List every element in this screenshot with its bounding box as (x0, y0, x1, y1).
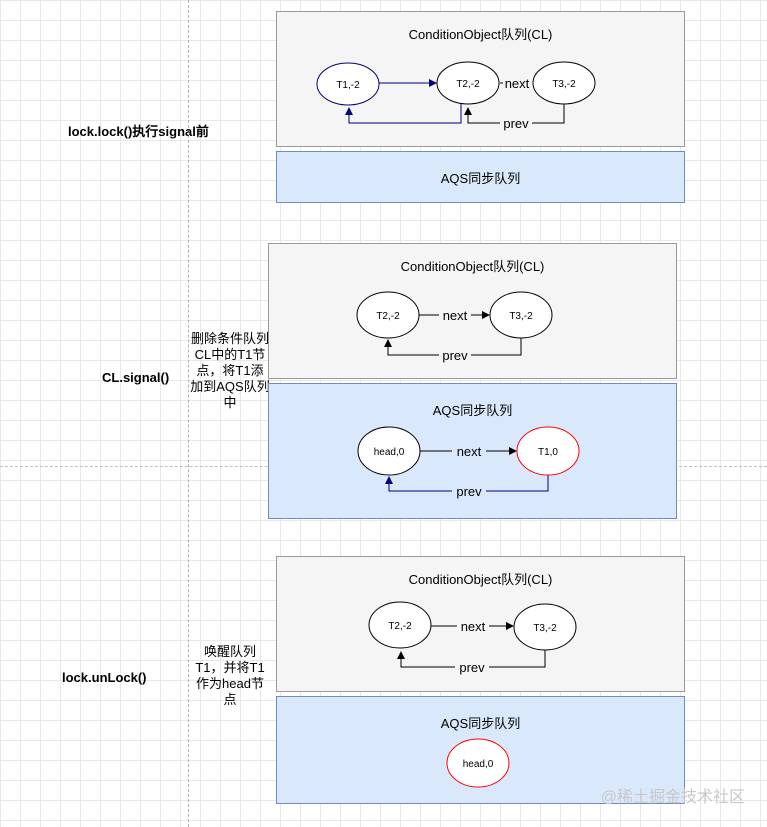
cl-queue-title-2: ConditionObject队列(CL) (400, 259, 545, 274)
note-signal: 删除条件队列CL中的T1节点，将T1添加到AQS队列中 (190, 331, 270, 410)
cl-queue-box-2: ConditionObject队列(CL) (268, 243, 677, 379)
vertical-divider (188, 0, 189, 827)
step-label-lock: lock.lock()执行signal前 (68, 124, 209, 139)
cl-queue-box-3: ConditionObject队列(CL) (276, 556, 685, 692)
cl-queue-title-1: ConditionObject队列(CL) (408, 27, 553, 42)
aqs-queue-box-1: AQS同步队列 (276, 151, 685, 203)
note-unlock: 唤醒队列T1，并将T1作为head节点 (195, 644, 265, 707)
cl-queue-title-3: ConditionObject队列(CL) (408, 572, 553, 587)
step-label-signal: CL.signal() (102, 370, 170, 385)
aqs-queue-title-1: AQS同步队列 (440, 171, 521, 186)
aqs-queue-box-2: AQS同步队列 (268, 383, 677, 519)
watermark: @稀土掘金技术社区 (600, 789, 745, 806)
step-label-unlock: lock.unLock() (62, 670, 147, 685)
aqs-queue-title-2: AQS同步队列 (432, 403, 513, 418)
aqs-queue-title-3: AQS同步队列 (440, 716, 521, 731)
cl-queue-box-1: ConditionObject队列(CL) (276, 11, 685, 147)
